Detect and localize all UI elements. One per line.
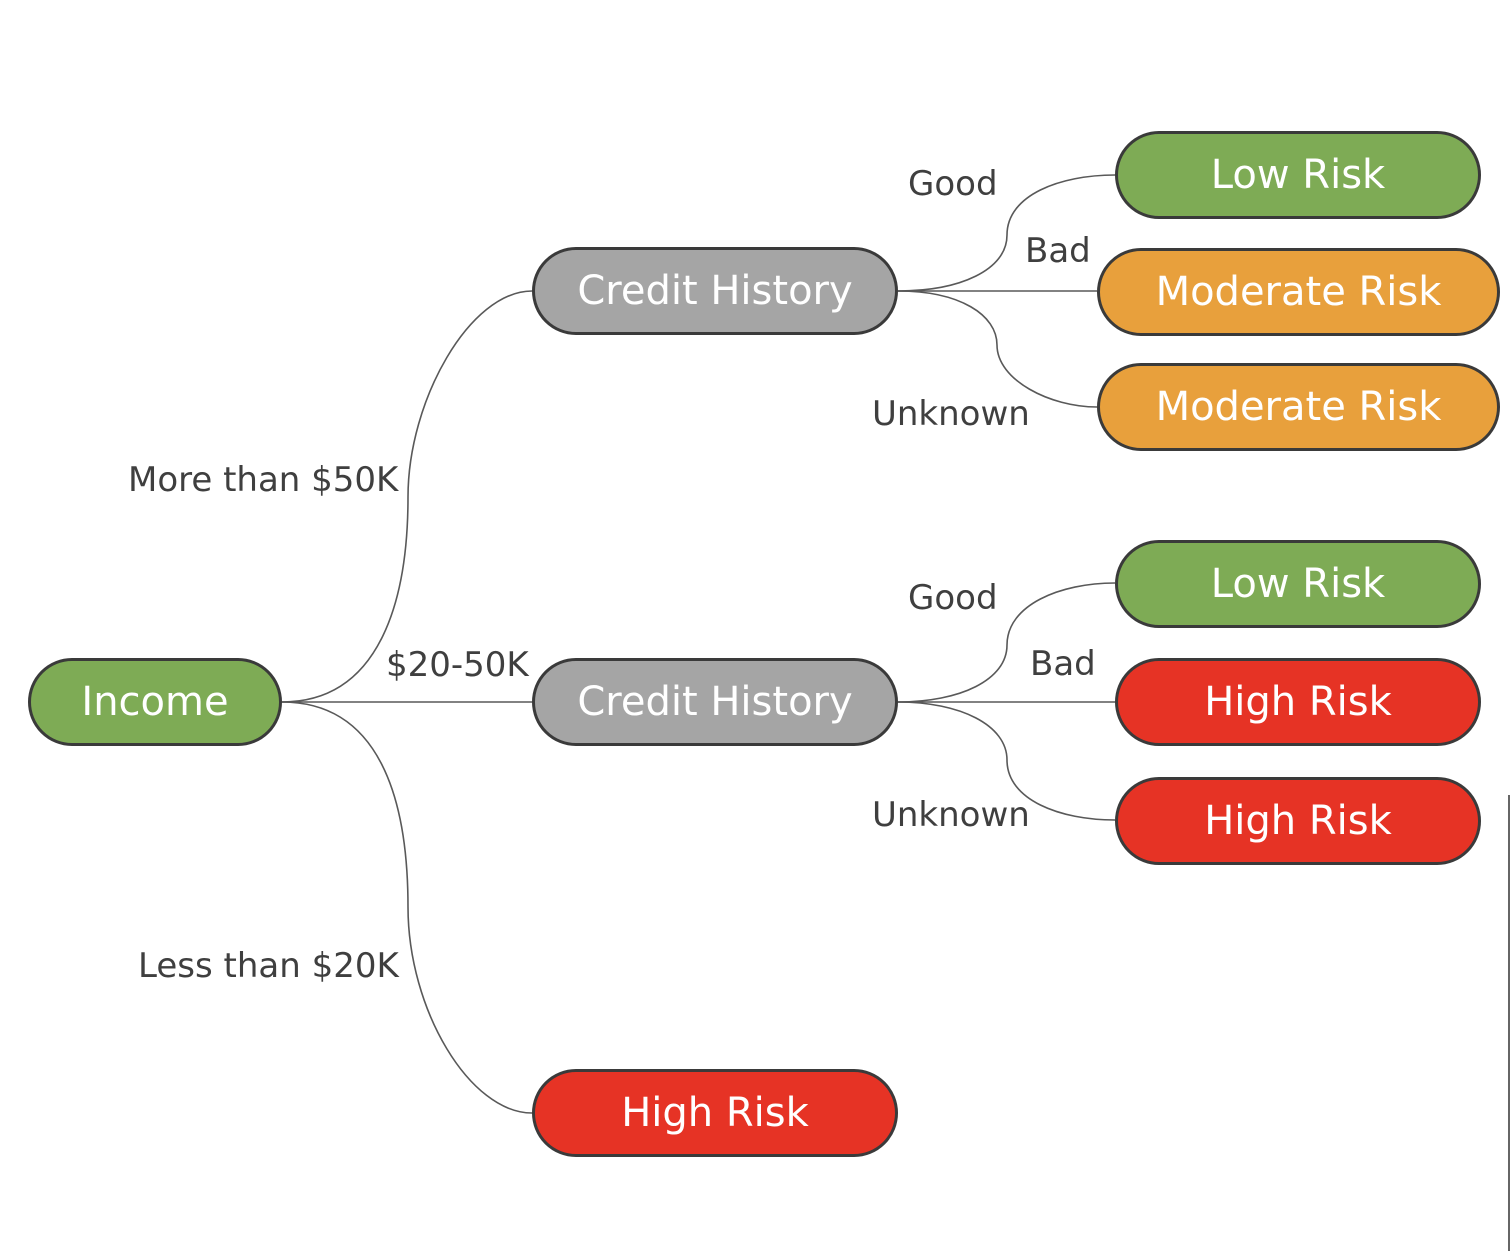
node-moderate-risk-2-label: Moderate Risk [1155,384,1442,430]
edge-label-bad-2: Bad [1030,644,1096,684]
node-credit-history-2: Credit History [532,658,898,746]
node-credit-history-1-label: Credit History [577,268,853,314]
connector-ch2-good [897,582,1116,703]
node-high-risk-low-income-label: High Risk [621,1090,809,1136]
branch-label-less-than-20k: Less than $20K [138,946,399,986]
edge-label-bad-1: Bad [1025,231,1091,271]
node-income-label: Income [81,679,229,725]
connector-income-to-credit-history-1 [281,290,533,703]
node-high-risk-low-income: High Risk [532,1069,898,1157]
node-high-risk-2-label: High Risk [1204,798,1392,844]
branch-label-more-than-50k: More than $50K [128,460,399,500]
node-moderate-risk-1: Moderate Risk [1097,248,1500,336]
connector-income-to-high-risk [281,701,533,1114]
node-high-risk-2: High Risk [1115,777,1481,865]
node-high-risk-1: High Risk [1115,658,1481,746]
right-edge-divider [1508,795,1510,1251]
node-low-risk-2: Low Risk [1115,540,1481,628]
node-low-risk-2-label: Low Risk [1210,561,1386,607]
edge-label-good-2: Good [908,578,998,618]
connector-ch1-unknown [897,290,1098,408]
connector-ch1-good [897,174,1116,292]
edge-label-good-1: Good [908,164,998,204]
connector-ch2-unknown [897,701,1116,821]
node-high-risk-1-label: High Risk [1204,679,1392,725]
node-credit-history-1: Credit History [532,247,898,335]
edge-label-unknown-1: Unknown [872,394,1030,434]
node-low-risk-1: Low Risk [1115,131,1481,219]
node-moderate-risk-2: Moderate Risk [1097,363,1500,451]
node-low-risk-1-label: Low Risk [1210,152,1386,198]
node-income: Income [28,658,282,746]
node-credit-history-2-label: Credit History [577,679,853,725]
edge-label-unknown-2: Unknown [872,795,1030,835]
branch-label-20-50k: $20-50K [386,645,529,685]
node-moderate-risk-1-label: Moderate Risk [1155,269,1442,315]
